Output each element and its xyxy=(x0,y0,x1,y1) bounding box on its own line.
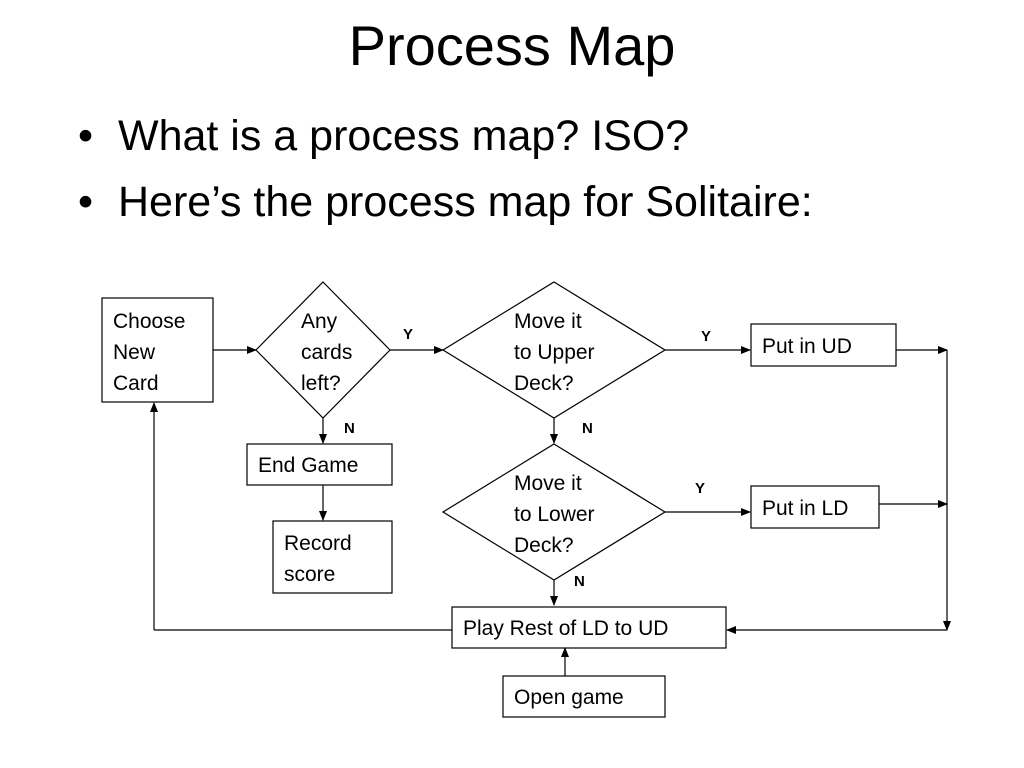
node-play-rest xyxy=(451,606,727,649)
edge-label-no: N xyxy=(574,573,585,590)
bullet-glyph: • xyxy=(78,112,94,160)
edge-label-yes: Y xyxy=(695,480,705,497)
node-open-game xyxy=(502,675,666,718)
node-open-game-label: Open game xyxy=(514,686,624,709)
edge-label-yes: Y xyxy=(403,326,413,343)
node-put-in-ld-label: Put in LD xyxy=(762,497,848,520)
node-put-in-ud xyxy=(750,323,897,367)
node-end-game xyxy=(246,443,393,486)
slide-title: Process Map xyxy=(348,14,676,77)
bullet-item: • What is a process map? ISO? xyxy=(78,108,813,164)
node-move-upper xyxy=(441,281,667,419)
node-put-in-ld xyxy=(750,485,880,529)
bullet-text: What is a process map? ISO? xyxy=(118,112,690,160)
bullet-list: • What is a process map? ISO? • Here’s the… xyxy=(78,108,813,240)
node-put-in-ud-label: Put in UD xyxy=(762,335,852,358)
node-move-lower xyxy=(441,443,667,581)
node-play-rest-label: Play Rest of LD to UD xyxy=(463,617,668,640)
node-choose-new-card xyxy=(101,297,214,403)
bullet-glyph: • xyxy=(78,178,94,226)
edge-label-no: N xyxy=(344,420,355,437)
bullet-text: Here’s the process map for Solitaire: xyxy=(118,178,813,226)
node-record-score xyxy=(272,520,393,594)
edge-label-no: N xyxy=(582,420,593,437)
node-any-cards-left xyxy=(255,281,391,419)
edge-label-yes: Y xyxy=(701,328,711,345)
node-end-game-label: End Game xyxy=(258,454,358,477)
bullet-item: • Here’s the process map for Solitaire: xyxy=(78,174,813,230)
